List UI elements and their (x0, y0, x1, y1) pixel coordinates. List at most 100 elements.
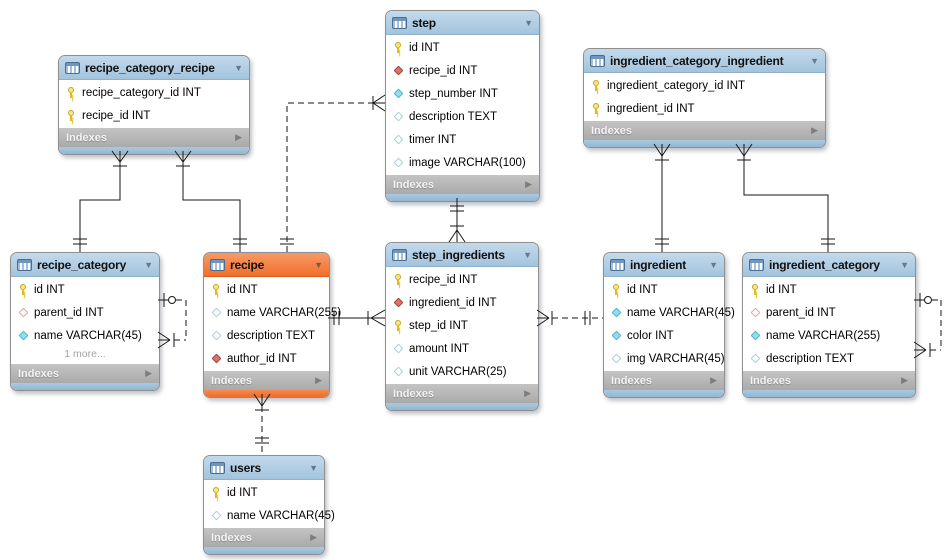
nullable-icon (392, 134, 404, 146)
relationship-ingredient_category_ingredient-ingredient[interactable] (653, 143, 671, 252)
column-row[interactable]: id INT (204, 481, 324, 504)
relationship-ingredient_category_ingredient-ingredient_category[interactable] (735, 143, 835, 252)
chevron-down-icon[interactable]: ▼ (709, 259, 718, 270)
indexes-footer[interactable]: Indexes ▶ (604, 371, 724, 390)
column-row[interactable]: image VARCHAR(100) (386, 151, 539, 174)
column-label: ingredient_id INT (607, 102, 695, 115)
chevron-down-icon[interactable]: ▼ (524, 17, 533, 28)
column-row[interactable]: color INT (604, 324, 724, 347)
indexes-footer[interactable]: Indexes ▶ (386, 384, 538, 403)
relationship-ingredient_category-self[interactable] (913, 293, 942, 359)
column-row[interactable]: amount INT (386, 337, 538, 360)
relationship-step-step_ingredients[interactable] (448, 198, 466, 243)
table-recipe[interactable]: recipe ▼ id INT name VARCHAR(255) descri… (203, 252, 341, 398)
chevron-down-icon[interactable]: ▼ (523, 249, 532, 260)
column-row[interactable]: id INT (604, 278, 724, 301)
table-ingredient_category_ingredient[interactable]: ingredient_category_ingredient ▼ ingredi… (583, 48, 826, 148)
column-row[interactable]: img VARCHAR(45) (604, 347, 725, 370)
column-row[interactable]: id INT (743, 278, 915, 301)
indexes-footer[interactable]: Indexes ▶ (59, 128, 249, 147)
indexes-footer[interactable]: Indexes ▶ (204, 528, 324, 547)
table-header[interactable]: step_ingredients ▼ (386, 243, 538, 267)
column-label: step_number INT (409, 87, 498, 100)
table-header[interactable]: users ▼ (204, 456, 324, 480)
expand-arrow-icon[interactable]: ▶ (811, 125, 818, 135)
column-row[interactable]: ingredient_id INT (584, 97, 825, 120)
more-columns-indicator[interactable]: 1 more... (64, 348, 106, 360)
relationship-recipe_category-self[interactable] (157, 293, 187, 349)
column-row[interactable]: parent_id INT (743, 301, 915, 324)
expand-arrow-icon[interactable]: ▶ (315, 375, 322, 385)
relationship-users-recipe[interactable] (253, 393, 271, 455)
column-row[interactable]: description TEXT (743, 347, 915, 370)
column-row[interactable]: step_id INT (386, 314, 538, 337)
chevron-down-icon[interactable]: ▼ (309, 462, 318, 473)
column-row[interactable]: unit VARCHAR(25) (386, 360, 538, 383)
column-row[interactable]: recipe_id INT (386, 59, 539, 82)
column-row[interactable]: id INT (204, 278, 329, 301)
table-ingredient_category[interactable]: ingredient_category ▼ id INT parent_id I… (742, 252, 916, 398)
column-row[interactable]: name VARCHAR(45) (604, 301, 735, 324)
column-row[interactable]: ingredient_category_id INT (584, 74, 825, 97)
column-row[interactable]: parent_id INT (11, 301, 159, 324)
expand-arrow-icon[interactable]: ▶ (901, 375, 908, 385)
column-row[interactable]: recipe_category_id INT (59, 81, 249, 104)
column-row[interactable]: author_id INT (204, 347, 329, 370)
table-users[interactable]: users ▼ id INT name VARCHAR(45) Indexes … (203, 455, 335, 555)
column-label: id INT (227, 486, 258, 499)
relationship-ingredient-step_ingredients[interactable] (536, 309, 603, 327)
table-ingredient[interactable]: ingredient ▼ id INT name VARCHAR(45) col… (603, 252, 735, 398)
table-header[interactable]: ingredient_category ▼ (743, 253, 915, 277)
table-recipe_category[interactable]: recipe_category ▼ id INT parent_id INT n… (10, 252, 160, 391)
indexes-footer[interactable]: Indexes ▶ (743, 371, 915, 390)
column-row[interactable]: name VARCHAR(45) (204, 504, 335, 527)
table-step_ingredients[interactable]: step_ingredients ▼ recipe_id INT ingredi… (385, 242, 539, 411)
indexes-footer[interactable]: Indexes ▶ (11, 364, 159, 383)
relationship-recipe_category_recipe-recipe_category[interactable] (73, 150, 129, 252)
table-header[interactable]: recipe_category ▼ (11, 253, 159, 277)
table-step[interactable]: step ▼ id INT recipe_id INT step_number … (385, 10, 540, 202)
column-label: name VARCHAR(45) (627, 306, 735, 319)
column-list: id INT name VARCHAR(45) color INT img VA… (604, 277, 735, 371)
indexes-footer[interactable]: Indexes ▶ (204, 371, 329, 390)
column-label: name VARCHAR(45) (227, 509, 335, 522)
indexes-footer[interactable]: Indexes ▶ (584, 121, 825, 140)
expand-arrow-icon[interactable]: ▶ (235, 132, 242, 142)
column-label: author_id INT (227, 352, 297, 365)
expand-arrow-icon[interactable]: ▶ (310, 532, 317, 542)
table-recipe_category_recipe[interactable]: recipe_category_recipe ▼ recipe_category… (58, 55, 250, 155)
column-row[interactable]: recipe_id INT (59, 104, 249, 127)
column-label: name VARCHAR(45) (34, 329, 142, 342)
column-row[interactable]: recipe_id INT (386, 268, 538, 291)
table-header[interactable]: recipe_category_recipe ▼ (59, 56, 249, 80)
expand-arrow-icon[interactable]: ▶ (525, 179, 532, 189)
column-row[interactable]: description TEXT (204, 324, 329, 347)
not-null-icon (610, 307, 622, 319)
chevron-down-icon[interactable]: ▼ (810, 55, 819, 66)
relationship-recipe-step[interactable] (280, 94, 386, 252)
column-row[interactable]: name VARCHAR(255) (743, 324, 915, 347)
table-header[interactable]: ingredient ▼ (604, 253, 724, 277)
expand-arrow-icon[interactable]: ▶ (524, 388, 531, 398)
column-row[interactable]: name VARCHAR(255) (204, 301, 341, 324)
chevron-down-icon[interactable]: ▼ (234, 62, 243, 73)
column-row[interactable]: ingredient_id INT (386, 291, 538, 314)
relationship-recipe_category_recipe-recipe[interactable] (174, 150, 247, 252)
indexes-footer[interactable]: Indexes ▶ (386, 175, 539, 194)
foreign-key-icon (392, 65, 404, 77)
column-row[interactable]: description TEXT (386, 105, 539, 128)
column-row[interactable]: step_number INT (386, 82, 539, 105)
column-row[interactable]: timer INT (386, 128, 539, 151)
column-row[interactable]: id INT (386, 36, 539, 59)
expand-arrow-icon[interactable]: ▶ (145, 368, 152, 378)
table-header[interactable]: recipe ▼ (204, 253, 329, 277)
column-row[interactable]: id INT (11, 278, 159, 301)
chevron-down-icon[interactable]: ▼ (144, 259, 153, 270)
expand-arrow-icon[interactable]: ▶ (710, 375, 717, 385)
column-row[interactable]: name VARCHAR(45) (11, 324, 159, 347)
chevron-down-icon[interactable]: ▼ (900, 259, 909, 270)
table-header[interactable]: step ▼ (386, 11, 539, 35)
column-label: id INT (34, 283, 65, 296)
chevron-down-icon[interactable]: ▼ (314, 259, 323, 270)
table-header[interactable]: ingredient_category_ingredient ▼ (584, 49, 825, 73)
